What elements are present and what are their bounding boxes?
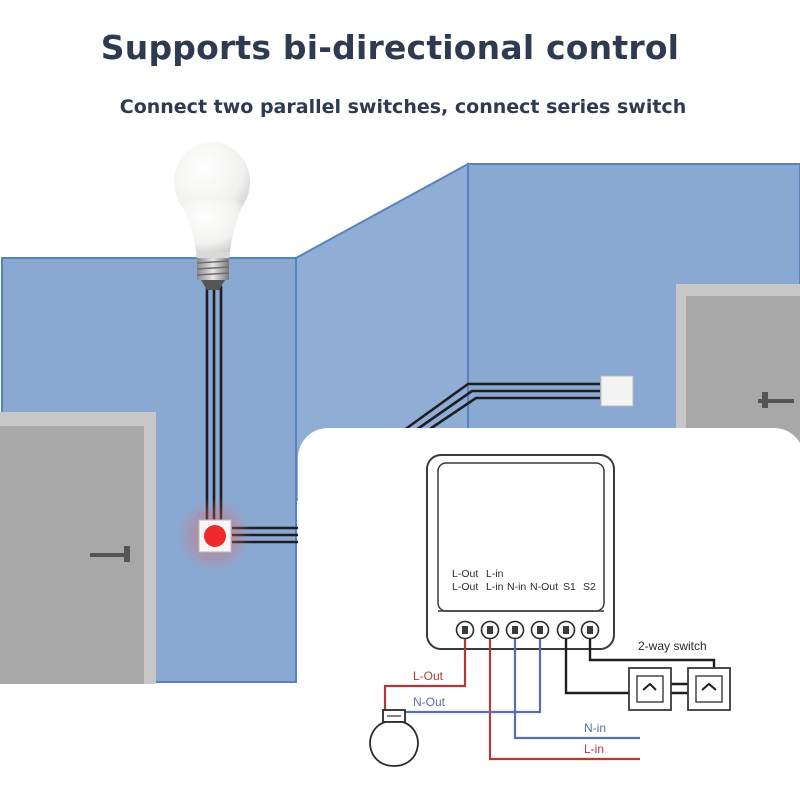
bulb-symbol-icon	[369, 709, 419, 767]
diagonal-wires	[399, 382, 600, 443]
terminal-top-labels: L-Out L-in	[452, 568, 504, 580]
l-out-label: L-Out	[413, 669, 444, 683]
light-bulb-icon	[174, 142, 250, 290]
terminal-label: N-Out	[530, 581, 558, 593]
terminal-label: N-in	[507, 581, 526, 593]
terminal-label: L-in	[486, 581, 504, 593]
page-title: Supports bi-directional control	[100, 28, 680, 67]
n-in-label: N-in	[584, 721, 606, 735]
n-in-wire	[513, 639, 640, 740]
l-in-wire	[488, 639, 640, 761]
vertical-wires	[205, 286, 223, 520]
terminal-top-label: L-Out	[452, 568, 478, 580]
l-in-label: L-in	[584, 742, 604, 756]
wiring-panel	[298, 428, 800, 805]
terminal-top-label: L-in	[486, 568, 504, 580]
l-out-wire	[383, 639, 467, 712]
terminal-slots	[462, 626, 593, 634]
terminal-label: L-Out	[452, 581, 478, 593]
switch-label: 2-way switch	[638, 639, 707, 653]
smart-switch-indicator	[176, 497, 252, 573]
terminal-label: S1	[563, 581, 576, 593]
n-out-label: N-Out	[413, 695, 446, 709]
terminal-labels: L-Out L-in N-in N-Out S1 S2	[452, 581, 596, 593]
smart-module	[426, 454, 615, 650]
two-way-switch-left	[628, 667, 672, 711]
two-way-switch-right	[687, 667, 731, 711]
page-subtitle: Connect two parallel switches, connect s…	[119, 96, 687, 118]
wall-switch-box	[600, 375, 634, 407]
terminal-label: S2	[583, 581, 596, 593]
left-door	[0, 412, 156, 684]
